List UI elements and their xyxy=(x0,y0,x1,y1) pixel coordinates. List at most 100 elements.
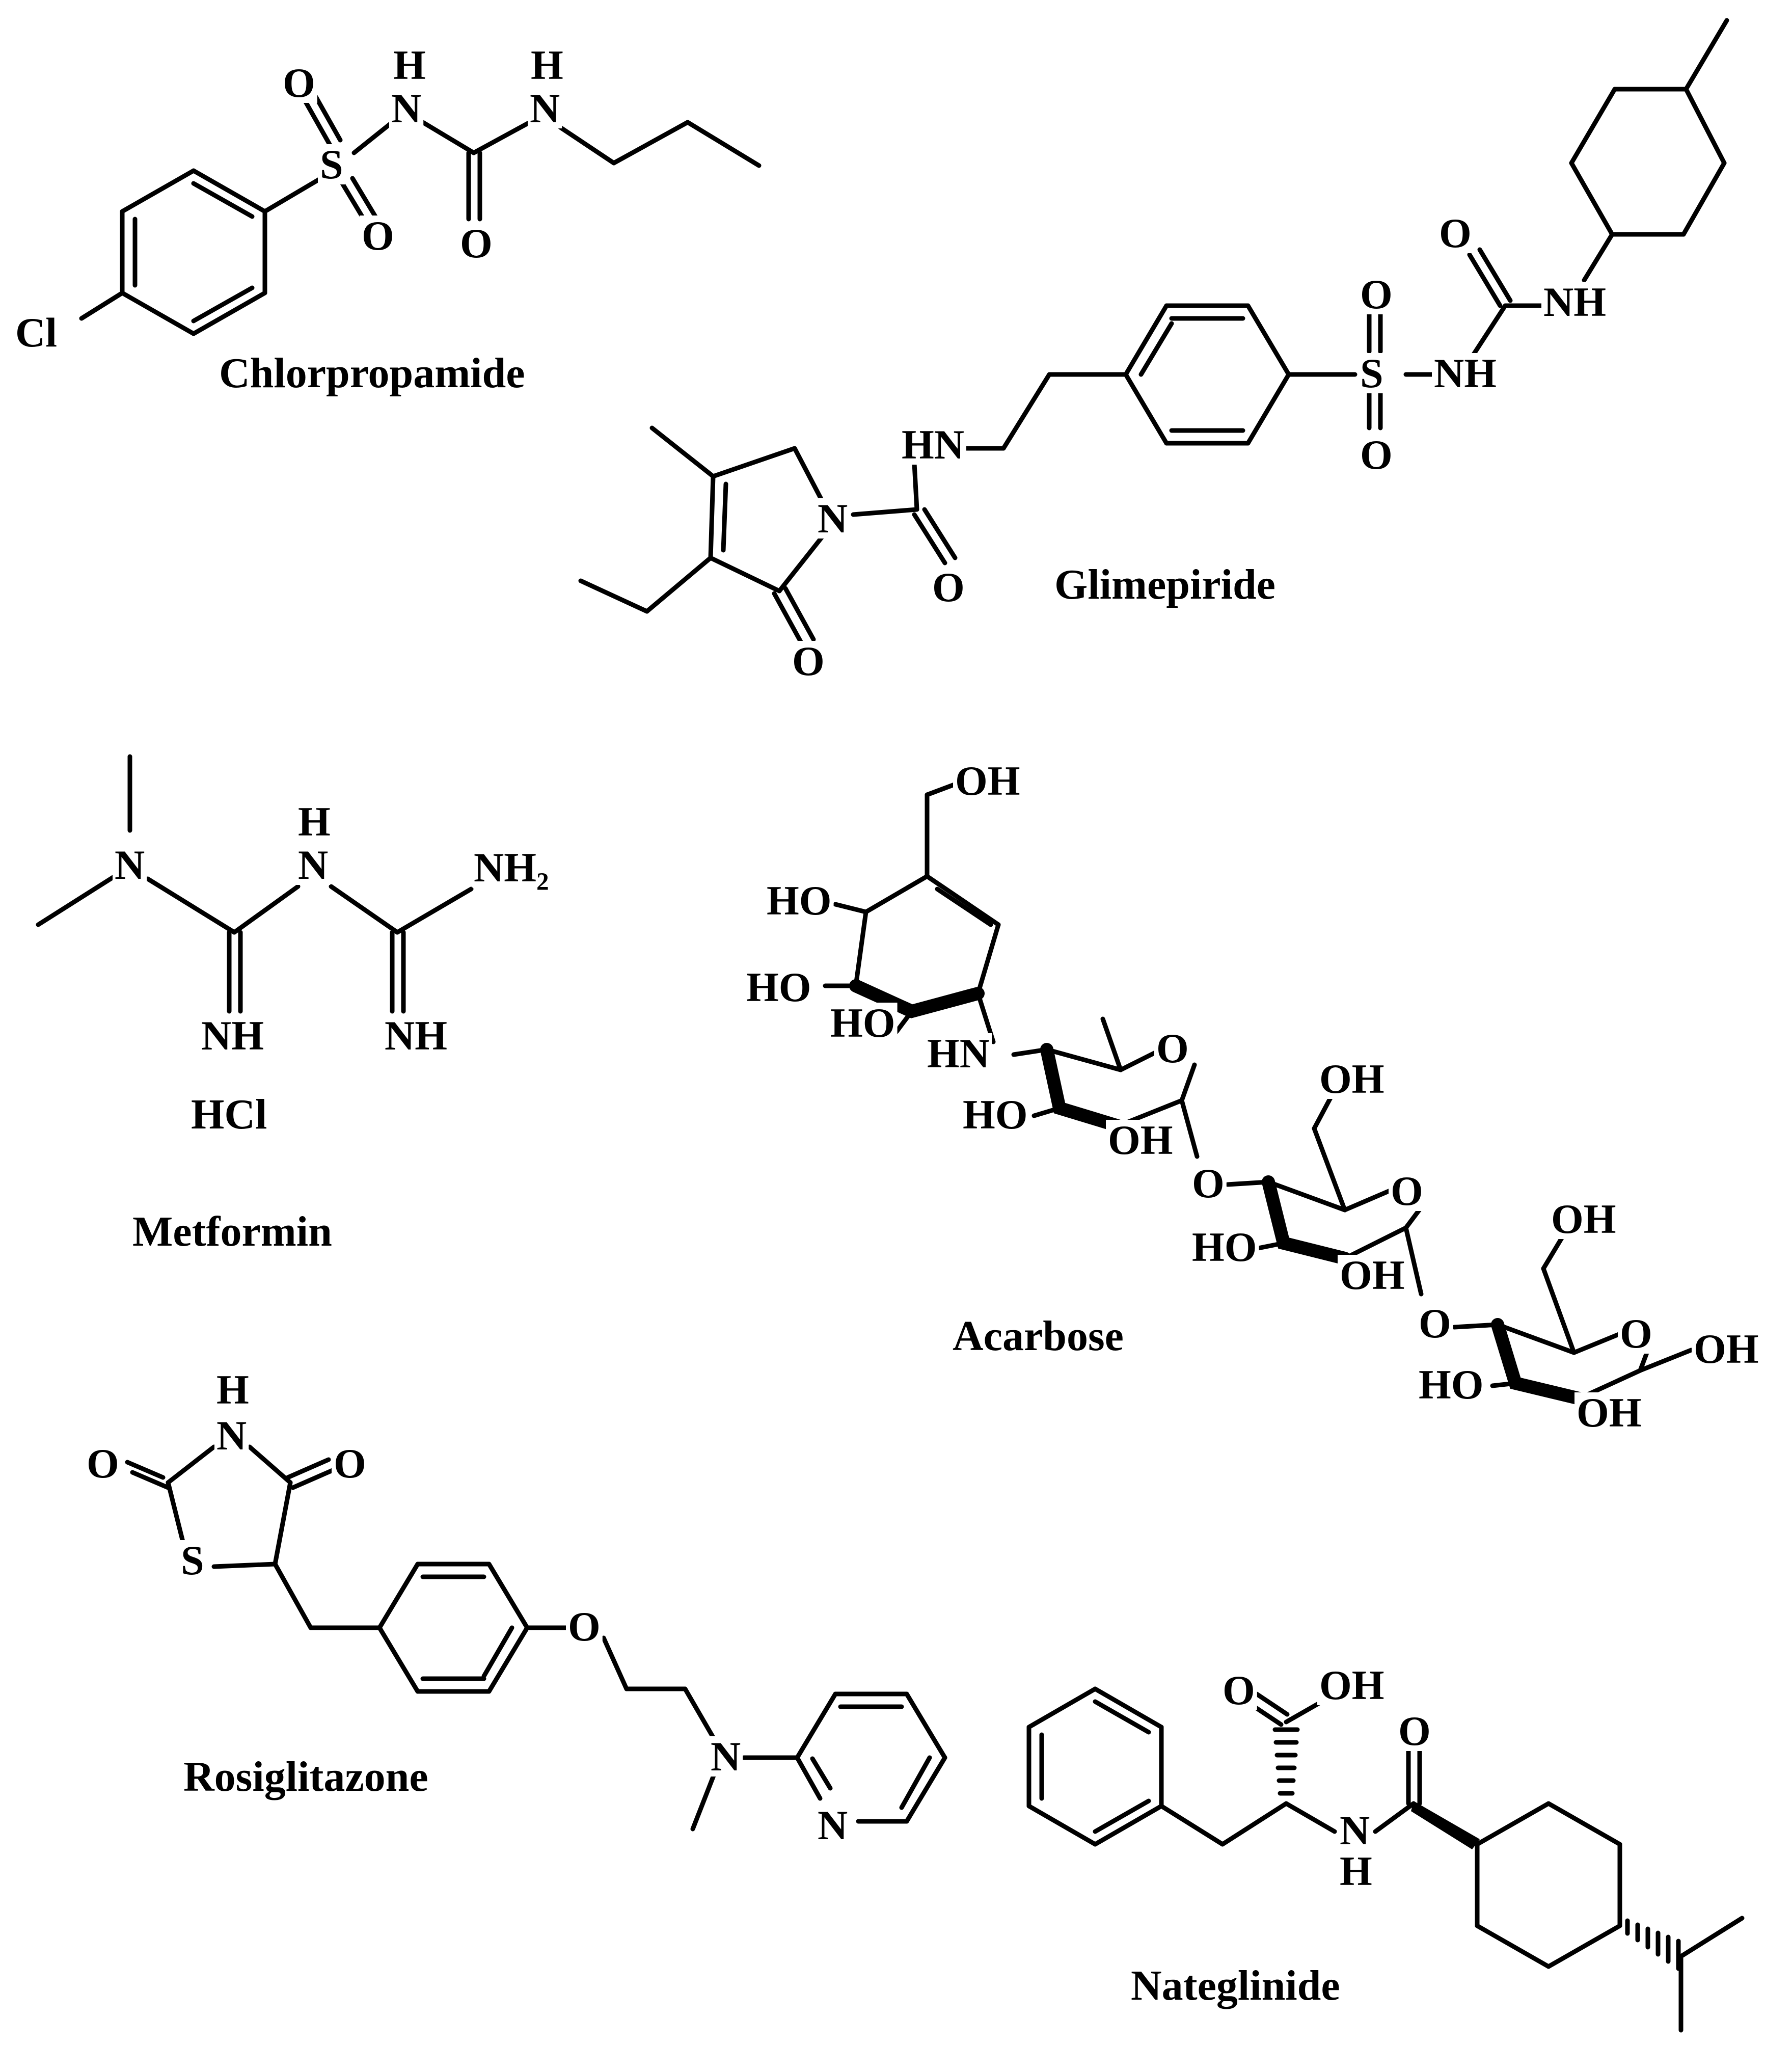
atom-label-background xyxy=(900,424,966,465)
acarbose-atom-o1: O xyxy=(1156,1025,1189,1071)
rosiglitazone-structure: H N O O S O N N Rosiglitazone xyxy=(85,1366,947,1848)
chlorpropamide-atom-h1: H xyxy=(393,42,426,88)
atom-label-background xyxy=(318,144,345,184)
atom-label-background xyxy=(472,847,551,887)
atom-label-background xyxy=(816,1805,850,1845)
acarbose-atom-ho2: HO xyxy=(746,964,811,1010)
atom-label-background xyxy=(1417,1364,1486,1405)
rosiglitazone-label: Rosiglitazone xyxy=(183,1753,428,1800)
glimepiride-atom-o4: O xyxy=(932,564,965,610)
chlorpropamide-atom-n1: N xyxy=(391,85,421,131)
atom-label-background xyxy=(1190,1227,1259,1267)
acarbose-atom-oh2: OH xyxy=(1108,1117,1173,1163)
metformin-atom-n2: N xyxy=(298,842,328,888)
atom-label-background xyxy=(765,880,834,921)
atom-label-background xyxy=(1338,1851,1374,1891)
rosiglitazone-atom-n2: N xyxy=(711,1733,741,1780)
acarbose-atom-hn: HN xyxy=(927,1030,990,1077)
atom-label-background xyxy=(566,1606,603,1647)
acarbose-label: Acarbose xyxy=(953,1312,1124,1360)
atom-label-background xyxy=(1190,1163,1227,1203)
acarbose-structure: OH HO HO HO HN O HO OH OH O O HO OH OH O… xyxy=(744,758,1761,1436)
glimepiride-atom-o5: O xyxy=(792,638,825,684)
atom-label-background xyxy=(214,1369,251,1410)
rosiglitazone-atom-n3: N xyxy=(818,1802,848,1848)
atom-label-background xyxy=(179,1540,206,1580)
nateglinide-atom-h: H xyxy=(1340,1848,1372,1894)
nateglinide-hashed-bond-isopropyl xyxy=(1625,1918,1681,1971)
acarbose-atom-oh5: OH xyxy=(1551,1196,1616,1242)
metformin-atom-nh1: NH xyxy=(201,1012,264,1059)
acarbose-atom-oh1: OH xyxy=(955,758,1020,804)
acarbose-atom-ho4: HO xyxy=(963,1091,1028,1138)
atom-label-background xyxy=(1154,1028,1191,1068)
atom-label-background xyxy=(13,312,59,353)
glimepiride-atom-o3: O xyxy=(1360,432,1393,478)
chlorpropamide-atom-o3: O xyxy=(460,220,493,266)
acarbose-atom-oh6: OH xyxy=(1694,1326,1759,1372)
rosiglitazone-atom-s: S xyxy=(181,1537,204,1583)
atom-label-background xyxy=(709,1736,743,1777)
rosiglitazone-atom-o3: O xyxy=(568,1603,601,1650)
chlorpropamide-label: Chlorpropamide xyxy=(219,349,525,397)
atom-label-background xyxy=(953,761,1022,801)
atom-label-background xyxy=(1432,353,1499,393)
acarbose-atom-oh4: OH xyxy=(1340,1252,1405,1298)
nateglinide-label: Nateglinide xyxy=(1131,1962,1340,2009)
chlorpropamide-atom-h2: H xyxy=(531,42,563,88)
atom-label-background xyxy=(1358,353,1386,393)
chlorpropamide-atom-n2: N xyxy=(530,85,560,131)
atom-label-background xyxy=(816,498,850,539)
atom-label-background xyxy=(1317,1059,1387,1099)
metformin-label: Metformin xyxy=(132,1208,332,1255)
chlorpropamide-structure: O H N H N S O O Cl Chlorpropamide xyxy=(13,42,762,397)
metformin-salt-label: HCl xyxy=(191,1091,267,1138)
glimepiride-atom-nh1: NH xyxy=(1543,279,1606,325)
atom-label-background xyxy=(1396,1711,1433,1751)
acarbose-atom-oh7: OH xyxy=(1577,1389,1642,1436)
atom-label-background xyxy=(360,216,396,256)
acarbose-atom-ho3: HO xyxy=(830,1000,895,1046)
rosiglitazone-atom-h: H xyxy=(216,1366,249,1413)
atom-label-background xyxy=(332,1443,368,1484)
acarbose-atom-o4: O xyxy=(1419,1300,1451,1347)
atom-label-background xyxy=(389,88,424,128)
atom-label-background xyxy=(214,1415,249,1456)
atom-label-background xyxy=(1574,1392,1644,1433)
chlorpropamide-atom-cl: Cl xyxy=(15,309,57,356)
acarbose-atom-o3: O xyxy=(1391,1168,1423,1214)
glimepiride-atom-n: N xyxy=(818,495,848,542)
atom-label-background xyxy=(296,845,331,885)
chlorpropamide-atom-o2: O xyxy=(362,212,394,259)
glimepiride-atom-s: S xyxy=(1360,350,1383,396)
metformin-atom-h: H xyxy=(298,798,331,845)
nateglinide-structure: O OH O N H Nateglinide xyxy=(1026,1662,1745,2033)
metformin-atom-nh2: NH₂ xyxy=(474,844,549,891)
atom-label-background xyxy=(1389,1171,1425,1211)
nateglinide-hashed-bond xyxy=(1272,1727,1300,1796)
metformin-atom-n1: N xyxy=(115,842,145,888)
metformin-atom-nh3: NH xyxy=(385,1012,447,1059)
acarbose-atom-ho5: HO xyxy=(1192,1224,1257,1270)
glimepiride-atom-o2: O xyxy=(1360,271,1393,317)
glimepiride-structure: O NH O S NH O HN N O O Glimepiride xyxy=(578,18,1729,684)
atom-label-background xyxy=(1417,1303,1453,1343)
glimepiride-atom-hn: HN xyxy=(902,421,964,468)
acarbose-atom-o5: O xyxy=(1620,1310,1652,1357)
acarbose-atom-o2: O xyxy=(1192,1160,1225,1206)
atom-label-background xyxy=(296,801,333,842)
atom-label-background xyxy=(1358,274,1395,314)
atom-label-background xyxy=(1692,1329,1761,1369)
atom-label-background xyxy=(744,967,813,1007)
nateglinide-atom-o2: O xyxy=(1398,1708,1431,1754)
atom-label-background xyxy=(1618,1313,1654,1354)
atom-label-background xyxy=(1338,1255,1407,1295)
metformin-structure: N H N NH₂ NH NH HCl Metformin xyxy=(36,754,551,1255)
atom-label-background xyxy=(790,641,827,681)
atom-label-background xyxy=(391,45,428,85)
nateglinide-atom-n: N xyxy=(1340,1807,1370,1853)
rosiglitazone-atom-n1: N xyxy=(216,1412,247,1459)
acarbose-atom-oh3: OH xyxy=(1319,1056,1384,1102)
chlorpropamide-atom-s: S xyxy=(320,141,343,187)
atom-label-background xyxy=(529,45,565,85)
